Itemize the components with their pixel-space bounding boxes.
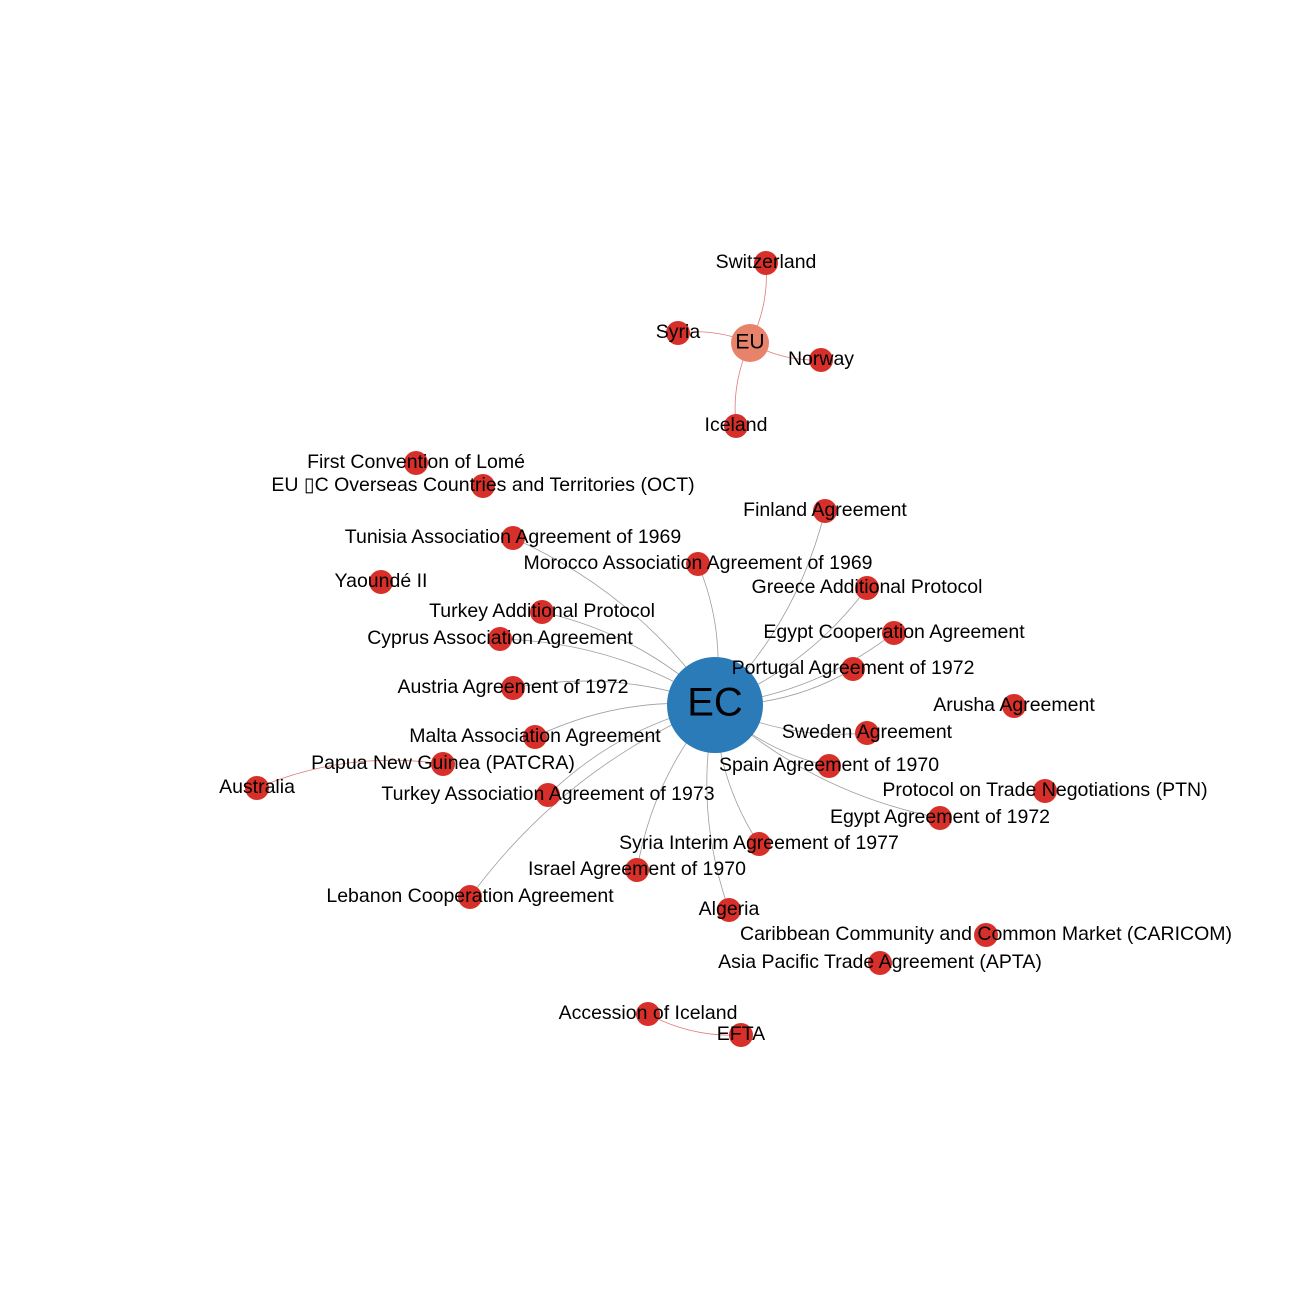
node-label-turkey_ap: Turkey Additional Protocol bbox=[429, 600, 655, 622]
node-label-oct: EU ▯C Overseas Countries and Territories… bbox=[271, 474, 694, 496]
node-label-finland: Finland Agreement bbox=[743, 499, 907, 521]
node-label-sweden: Sweden Agreement bbox=[782, 721, 953, 743]
node-egypt_72[interactable] bbox=[928, 806, 952, 830]
node-morocco[interactable] bbox=[686, 552, 710, 576]
node-spain[interactable] bbox=[817, 754, 841, 778]
node-yaounde[interactable] bbox=[369, 570, 393, 594]
node-label-algeria: Algeria bbox=[699, 898, 760, 920]
node-efta[interactable] bbox=[729, 1023, 753, 1047]
node-label-syria: Syria bbox=[656, 321, 701, 343]
node-ec[interactable] bbox=[667, 657, 763, 753]
node-layer bbox=[245, 251, 1057, 1047]
node-label-eu: EU bbox=[735, 331, 764, 354]
node-portugal[interactable] bbox=[841, 657, 865, 681]
node-label-caricom: Caribbean Community and Common Market (C… bbox=[740, 923, 1232, 945]
node-label-ec: EC bbox=[687, 681, 743, 725]
node-label-egypt_72: Egypt Agreement of 1972 bbox=[830, 806, 1050, 828]
node-label-efta: EFTA bbox=[717, 1023, 765, 1045]
node-label-iceland_acc: Accession of Iceland bbox=[559, 1002, 738, 1024]
node-norway[interactable] bbox=[809, 348, 833, 372]
node-label-ptn: Protocol on Trade Negotiations (PTN) bbox=[882, 779, 1207, 801]
node-label-lome: First Convention of Lomé bbox=[307, 451, 525, 473]
node-iceland[interactable] bbox=[724, 414, 748, 438]
node-greece[interactable] bbox=[855, 576, 879, 600]
node-label-greece: Greece Additional Protocol bbox=[752, 576, 983, 598]
node-israel[interactable] bbox=[625, 858, 649, 882]
node-lome[interactable] bbox=[404, 451, 428, 475]
node-label-png: Papua New Guinea (PATCRA) bbox=[311, 752, 575, 774]
node-label-yaounde: Yaoundé II bbox=[335, 570, 428, 592]
node-sweden[interactable] bbox=[855, 721, 879, 745]
node-label-arusha: Arusha Agreement bbox=[933, 694, 1095, 716]
node-label-syria_interim: Syria Interim Agreement of 1977 bbox=[619, 832, 899, 854]
node-caricom[interactable] bbox=[974, 923, 998, 947]
node-austria[interactable] bbox=[501, 676, 525, 700]
node-iceland_acc[interactable] bbox=[636, 1002, 660, 1026]
node-turkey_ap[interactable] bbox=[530, 600, 554, 624]
node-png[interactable] bbox=[431, 752, 455, 776]
node-apta[interactable] bbox=[868, 951, 892, 975]
node-ptn[interactable] bbox=[1033, 779, 1057, 803]
node-label-morocco: Morocco Association Agreement of 1969 bbox=[523, 552, 872, 574]
node-syria[interactable] bbox=[666, 321, 690, 345]
node-label-malta: Malta Association Agreement bbox=[409, 725, 661, 747]
node-label-apta: Asia Pacific Trade Agreement (APTA) bbox=[718, 951, 1042, 973]
node-turkey_aa[interactable] bbox=[536, 783, 560, 807]
node-oct[interactable] bbox=[471, 474, 495, 498]
node-label-cyprus: Cyprus Association Agreement bbox=[367, 627, 633, 649]
node-label-spain: Spain Agreement of 1970 bbox=[719, 754, 939, 776]
node-eu[interactable] bbox=[731, 324, 769, 362]
node-egypt_coop[interactable] bbox=[882, 621, 906, 645]
node-tunisia[interactable] bbox=[501, 526, 525, 550]
node-label-norway: Norway bbox=[788, 348, 854, 370]
node-label-switzerland: Switzerland bbox=[716, 251, 817, 273]
node-malta[interactable] bbox=[523, 725, 547, 749]
node-label-tunisia: Tunisia Association Agreement of 1969 bbox=[345, 526, 681, 548]
node-label-turkey_aa: Turkey Association Agreement of 1973 bbox=[381, 783, 714, 805]
node-label-australia: Australia bbox=[219, 776, 295, 798]
edge-png-australia bbox=[256, 759, 444, 789]
node-lebanon[interactable] bbox=[458, 885, 482, 909]
node-finland[interactable] bbox=[813, 499, 837, 523]
node-switzerland[interactable] bbox=[754, 251, 778, 275]
node-arusha[interactable] bbox=[1002, 694, 1026, 718]
node-label-lebanon: Lebanon Cooperation Agreement bbox=[326, 885, 614, 907]
node-label-israel: Israel Agreement of 1970 bbox=[528, 858, 746, 880]
node-label-iceland: Iceland bbox=[705, 414, 768, 436]
node-cyprus[interactable] bbox=[488, 627, 512, 651]
node-label-egypt_coop: Egypt Cooperation Agreement bbox=[763, 621, 1025, 643]
node-algeria[interactable] bbox=[717, 898, 741, 922]
node-label-portugal: Portugal Agreement of 1972 bbox=[732, 657, 975, 679]
node-label-austria: Austria Agreement of 1972 bbox=[398, 676, 629, 698]
node-australia[interactable] bbox=[245, 776, 269, 800]
node-syria_interim[interactable] bbox=[747, 832, 771, 856]
